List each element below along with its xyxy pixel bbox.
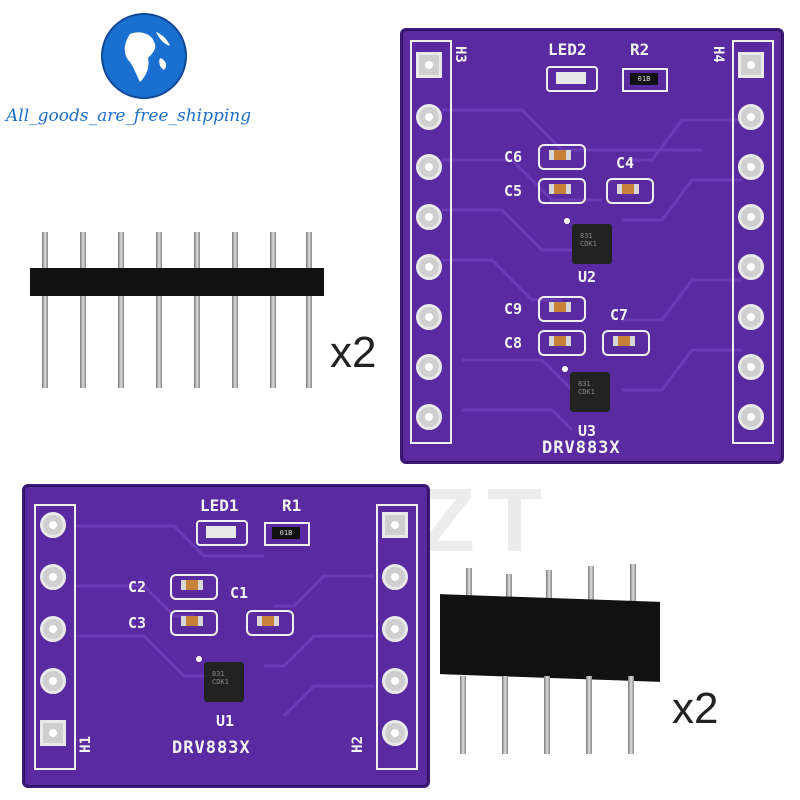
led-label: LED1 [200, 496, 239, 515]
cap-label: C4 [616, 154, 635, 172]
header-label-h2: H2 [350, 736, 366, 753]
pin-pad [40, 512, 66, 538]
pin-pad [382, 512, 408, 538]
pin-header-8 [30, 228, 330, 398]
cap-label: C7 [610, 306, 629, 324]
board-name: DRV883X [172, 738, 251, 758]
quantity-label-header5: x2 [672, 684, 719, 733]
pin-pad [382, 720, 408, 746]
pin-pad [738, 304, 764, 330]
top-pcb: H3 H4 LED2 R2 01B C6 C5 C4 831 CDK1 U2 C… [400, 28, 784, 464]
header-label-h1: H1 [78, 736, 94, 753]
pin1-dot [564, 218, 570, 224]
chip-u3: 831 CDK1 [570, 372, 610, 412]
pin-pad [382, 668, 408, 694]
pin-pad [738, 204, 764, 230]
globe-logo-icon [101, 13, 187, 99]
pin-pad [416, 404, 442, 430]
capacitor [170, 610, 218, 636]
header-label-h4: H4 [710, 46, 726, 63]
capacitor [538, 330, 586, 356]
header-h1-outline [34, 504, 76, 770]
pin-pad [416, 154, 442, 180]
chip-label-u3: U3 [578, 422, 597, 440]
capacitor [602, 330, 650, 356]
capacitor [538, 178, 586, 204]
brand-logo [100, 12, 188, 100]
pin-pad [738, 404, 764, 430]
resistor-label: R2 [630, 40, 650, 59]
pin-pad [416, 354, 442, 380]
pin-pad [738, 254, 764, 280]
watermark: ZT [420, 471, 554, 571]
pin-pad [382, 564, 408, 590]
resistor: 01B [264, 522, 310, 546]
cap-label: C1 [230, 584, 249, 602]
led [196, 520, 248, 546]
pin-pad [416, 204, 442, 230]
pin1-dot [196, 656, 202, 662]
pin-pad [416, 304, 442, 330]
pin-pad [738, 52, 764, 78]
board-name: DRV883X [542, 438, 621, 458]
pin-pad [416, 52, 442, 78]
led-label: LED2 [548, 40, 587, 59]
chip-code: 831 CDK1 [580, 232, 597, 248]
header-h2-outline [376, 504, 418, 770]
store-name: All_goods_are_free_shipping [6, 106, 252, 126]
chip-code: 831 CDK1 [578, 380, 595, 396]
pin-pad [40, 564, 66, 590]
header-h3-outline [410, 40, 452, 444]
capacitor [538, 296, 586, 322]
resistor-code: 01B [630, 73, 658, 85]
pin-pad [738, 154, 764, 180]
led [546, 66, 598, 92]
cap-label: C5 [504, 182, 523, 200]
capacitor [606, 178, 654, 204]
pin-pad [416, 104, 442, 130]
chip-label-u2: U2 [578, 268, 597, 286]
pin-pad [738, 354, 764, 380]
resistor-code: 01B [272, 527, 300, 539]
pin-pad [738, 104, 764, 130]
pin-pad [382, 616, 408, 642]
capacitor [246, 610, 294, 636]
pin-pad [416, 254, 442, 280]
chip-u2: 831 CDK1 [572, 224, 612, 264]
cap-label: C2 [128, 578, 147, 596]
cap-label: C8 [504, 334, 523, 352]
pin-pad [40, 668, 66, 694]
trace-layer [442, 108, 742, 432]
cap-label: C6 [504, 148, 523, 166]
chip-code: 831 CDK1 [212, 670, 229, 686]
capacitor [538, 144, 586, 170]
resistor-label: R1 [282, 496, 302, 515]
pin1-dot [562, 366, 568, 372]
pin-pad [40, 616, 66, 642]
pin-pad [40, 720, 66, 746]
pin-header-5 [440, 562, 660, 762]
chip-label-u1: U1 [216, 712, 235, 730]
capacitor [170, 574, 218, 600]
header-h4-outline [732, 40, 774, 444]
cap-label: C3 [128, 614, 147, 632]
resistor: 01B [622, 68, 668, 92]
cap-label: C9 [504, 300, 523, 318]
chip-u1: 831 CDK1 [204, 662, 244, 702]
header-label-h3: H3 [452, 46, 468, 63]
quantity-label-header8: x2 [330, 328, 377, 377]
bottom-pcb: H1 H2 LED1 R1 01B C2 C3 C1 831 CDK1 U1 D… [22, 484, 430, 788]
